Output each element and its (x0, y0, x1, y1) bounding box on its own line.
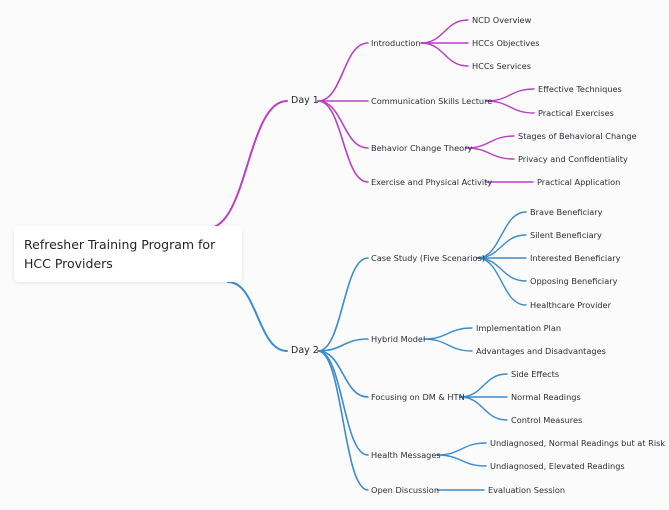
edge-hybrid-sub-0 (423, 327, 473, 340)
subtopic-privacy[interactable]: Privacy and Confidentiality (518, 154, 628, 164)
subtopic-ncd-overview[interactable]: NCD Overview (472, 15, 532, 25)
day-2-node[interactable]: Day 2 (291, 345, 319, 356)
edge-messages-sub-1 (436, 454, 487, 467)
topic-behavior-change[interactable]: Behavior Change Theory (371, 143, 473, 153)
subtopic-opposing-beneficiary[interactable]: Opposing Beneficiary (530, 276, 618, 286)
edge-intro-sub-0 (420, 19, 469, 44)
subtopic-practical-exercises[interactable]: Practical Exercises (538, 108, 614, 118)
topic-hybrid-model[interactable]: Hybrid Model (371, 334, 426, 344)
edge-day2-dm-htn (317, 350, 369, 398)
topic-health-messages[interactable]: Health Messages (371, 450, 441, 460)
subtopic-stages-of-change[interactable]: Stages of Behavioral Change (518, 131, 637, 141)
day-1-node[interactable]: Day 1 (291, 95, 319, 106)
edge-day1-exercise (317, 100, 369, 183)
subtopic-healthcare-provider[interactable]: Healthcare Provider (530, 300, 611, 310)
edge-day1-introduction (317, 42, 369, 102)
subtopic-undiagnosed-elevated[interactable]: Undiagnosed, Elevated Readings (490, 461, 625, 471)
topic-open-discussion[interactable]: Open Discussion (371, 485, 440, 495)
edge-root-day2 (227, 281, 288, 352)
topic-introduction[interactable]: Introduction (371, 38, 421, 48)
edge-day2-hybrid (317, 338, 369, 352)
topic-communication-skills[interactable]: Communication Skills Lecture (371, 96, 493, 106)
subtopic-normal-readings[interactable]: Normal Readings (511, 392, 581, 402)
root-node[interactable]: Refresher Training Program for HCC Provi… (14, 226, 242, 282)
subtopic-implementation-plan[interactable]: Implementation Plan (476, 323, 562, 333)
edge-dm-sub-0 (459, 373, 508, 398)
edge-day2-case-study (317, 257, 369, 352)
root-node-label: Refresher Training Program for HCC Provi… (24, 237, 216, 271)
edge-messages-sub-0 (436, 442, 487, 456)
edge-day1-behavior (317, 100, 369, 149)
edge-comm-sub-1 (485, 100, 535, 114)
topic-case-study[interactable]: Case Study (Five Scenarios) (371, 253, 486, 263)
edge-intro-sub-2 (420, 42, 469, 67)
subtopic-practical-application[interactable]: Practical Application (537, 177, 621, 187)
edge-case-sub-4 (476, 257, 527, 306)
subtopic-hccs-objectives[interactable]: HCCs Objectives (472, 38, 540, 48)
topic-exercise[interactable]: Exercise and Physical Activity (371, 177, 493, 187)
edge-behavior-sub-0 (465, 135, 515, 149)
edge-dm-sub-2 (459, 396, 508, 421)
subtopic-control-measures[interactable]: Control Measures (511, 415, 583, 425)
subtopic-hccs-services[interactable]: HCCs Services (472, 61, 531, 71)
subtopic-effective-techniques[interactable]: Effective Techniques (538, 84, 622, 94)
edge-hybrid-sub-1 (423, 338, 473, 352)
subtopic-silent-beneficiary[interactable]: Silent Beneficiary (530, 230, 602, 240)
edge-day2-messages (317, 350, 369, 456)
edge-day2-discussion (317, 350, 369, 491)
edge-root-day1 (207, 100, 288, 229)
subtopic-interested-beneficiary[interactable]: Interested Beneficiary (530, 253, 621, 263)
edge-behavior-sub-1 (465, 147, 515, 160)
subtopic-undiagnosed-at-risk[interactable]: Undiagnosed, Normal Readings but at Risk (490, 438, 666, 448)
topic-dm-htn[interactable]: Focusing on DM & HTN (371, 392, 465, 402)
edge-comm-sub-0 (485, 88, 535, 102)
subtopic-side-effects[interactable]: Side Effects (511, 369, 560, 379)
subtopic-brave-beneficiary[interactable]: Brave Beneficiary (530, 207, 603, 217)
subtopic-evaluation-session[interactable]: Evaluation Session (488, 485, 566, 495)
subtopic-advantages[interactable]: Advantages and Disadvantages (476, 346, 606, 356)
